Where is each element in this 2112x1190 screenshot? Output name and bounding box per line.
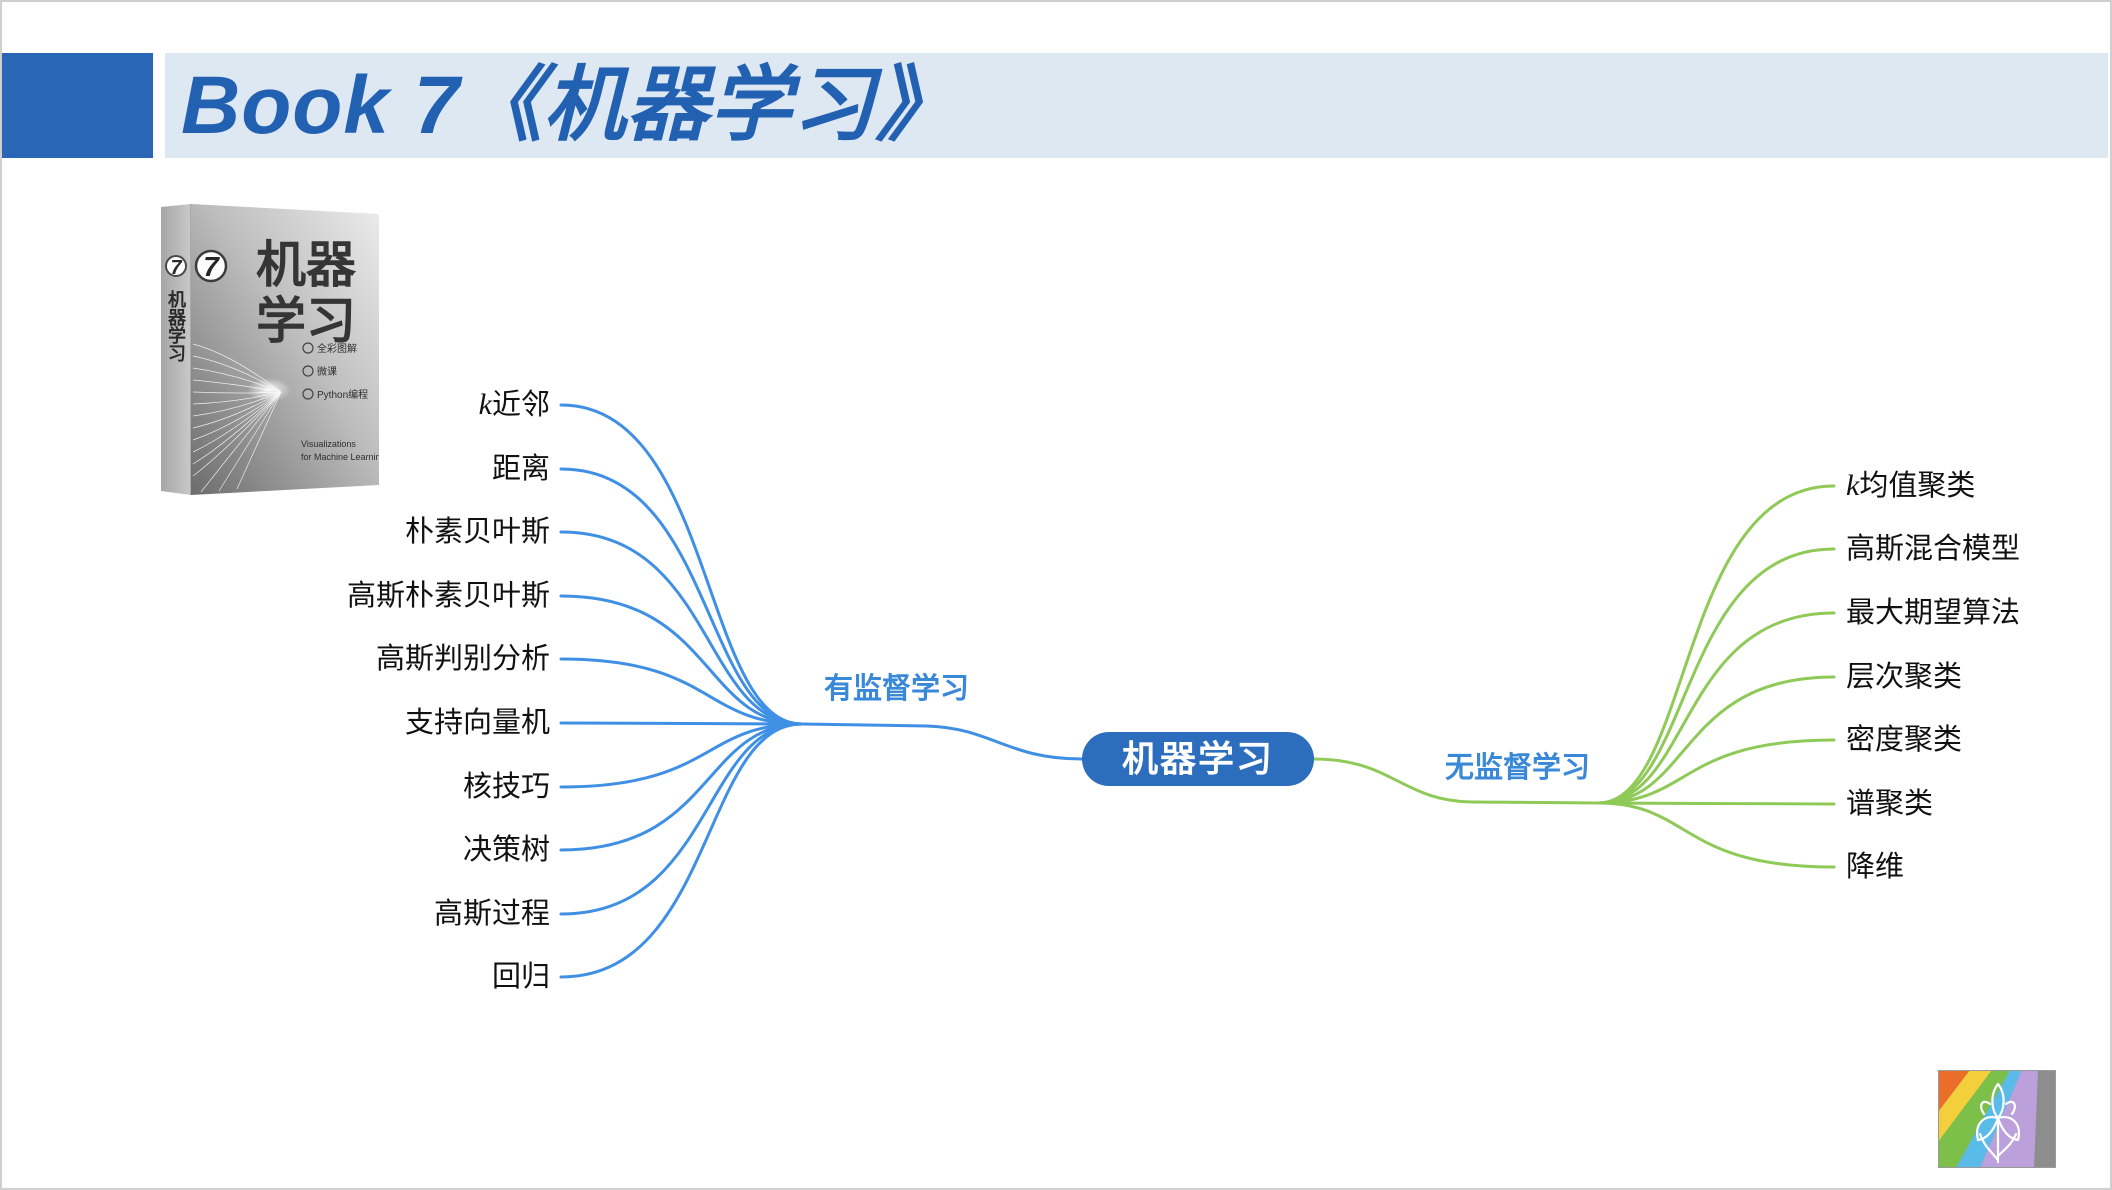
edge-unsupervised-gaussian-mixture-model (1596, 547, 1836, 805)
edge-unsupervised-dimensionality-reduction (1596, 801, 1836, 869)
cover-english-line2: for Machine Learning (301, 452, 379, 462)
edge-supervised-gaussian-process (559, 722, 804, 916)
leaf-gaussian-discriminant-analysis: 高斯判别分析 (375, 643, 550, 675)
cover-title-line2: 学习 (256, 293, 356, 349)
feature-icon (302, 365, 314, 377)
edge-supervised-gaussian-discriminant-analysis (559, 657, 804, 726)
title-bar: Book 7《机器学习》 (165, 53, 2108, 158)
edge-supervised-naive-bayes (559, 530, 804, 726)
edge-supervised-gaussian-naive-bayes (559, 594, 804, 726)
edge-supervised-regression (559, 722, 804, 979)
iris-flower-icon (1976, 1082, 2020, 1164)
edge-supervised-distance (559, 467, 804, 726)
book-spine (161, 204, 191, 495)
branch-label-supervised: 有监督学习 (824, 673, 970, 705)
spine-title: 机器学习 (166, 290, 187, 362)
leaf-k-means-clustering: k均值聚类 (1846, 466, 1975, 506)
edge-unsupervised-expectation-maximization (1596, 611, 1836, 805)
leaf-gaussian-mixture-model: 高斯混合模型 (1846, 533, 2021, 565)
edge-unsupervised-hierarchical-clustering (1596, 675, 1836, 805)
leaf-naive-bayes: 朴素贝叶斯 (404, 516, 550, 548)
edge-root-to-supervised (800, 722, 1084, 761)
header-accent-block (2, 53, 153, 158)
leaf-regression: 回归 (491, 961, 550, 993)
leaf-k-nearest-neighbors: k近邻 (250, 385, 550, 425)
spine-number-badge (165, 255, 187, 277)
leaf-hierarchical-clustering: 层次聚类 (1846, 661, 1963, 693)
leaf-label: 近邻 (491, 389, 550, 421)
branch-label-unsupervised: 无监督学习 (1445, 752, 1591, 784)
feature-icon (302, 388, 314, 400)
cover-feature-3: Python编程 (317, 388, 368, 401)
edge-supervised-decision-tree (559, 722, 804, 852)
cover-feature-2: 微课 (317, 365, 337, 378)
leaf-italic-prefix: k (1846, 469, 1860, 502)
edge-supervised-kernel-trick (559, 722, 804, 789)
cover-english-line1: Visualizations (301, 439, 356, 449)
leaf-kernel-trick: 核技巧 (462, 771, 550, 803)
leaf-label: 均值聚类 (1859, 470, 1976, 502)
cover-number: 7 (203, 251, 220, 282)
edge-unsupervised-density-clustering (1596, 738, 1836, 805)
leaf-density-clustering: 密度聚类 (1846, 724, 1963, 756)
book-front-cover (191, 204, 379, 495)
edge-supervised-support-vector-machine (559, 721, 804, 726)
leaf-dimensionality-reduction: 降维 (1846, 851, 1905, 883)
leaf-distance: 距离 (491, 453, 550, 485)
leaf-expectation-maximization: 最大期望算法 (1846, 597, 2021, 629)
leaf-gaussian-naive-bayes: 高斯朴素贝叶斯 (346, 580, 550, 612)
spine-number: 7 (170, 257, 182, 279)
iris-logo (1938, 1070, 2056, 1168)
book-cover-image: 7 机器学习 7 机器 学习 全彩图解 微课 (161, 204, 379, 495)
edge-supervised-k-nearest-neighbors (559, 403, 804, 726)
feature-icon (302, 342, 314, 354)
leaf-italic-prefix: k (478, 388, 492, 421)
leaf-decision-tree: 决策树 (462, 834, 550, 866)
edge-unsupervised-spectral-clustering (1596, 801, 1836, 806)
leaf-spectral-clustering: 谱聚类 (1846, 788, 1934, 820)
leaf-gaussian-process: 高斯过程 (433, 898, 550, 930)
cover-feature-1: 全彩图解 (317, 342, 357, 355)
mind-map-root-node: 机器学习 (1082, 732, 1314, 786)
edge-unsupervised-k-means-clustering (1596, 484, 1836, 805)
slide-title: Book 7《机器学习》 (181, 60, 959, 151)
cover-title-line1: 机器 (256, 237, 357, 293)
cover-number-badge (194, 249, 228, 283)
leaf-support-vector-machine: 支持向量机 (404, 707, 550, 739)
